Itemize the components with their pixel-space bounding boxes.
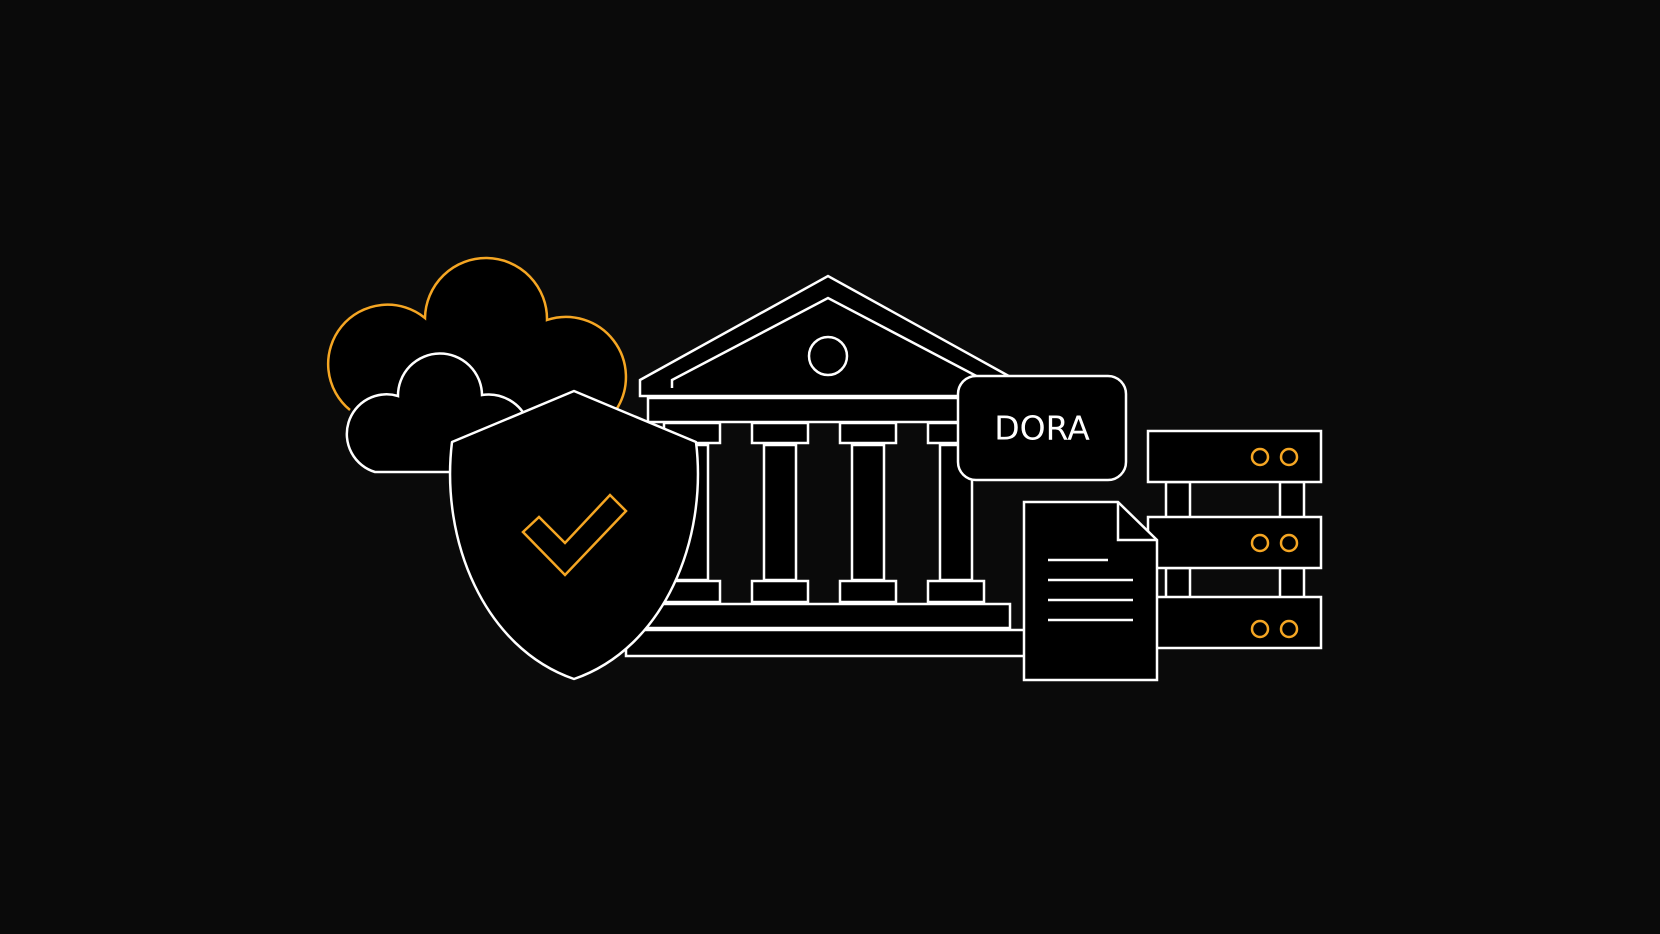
document-icon: [1022, 500, 1159, 682]
bank-step: [638, 602, 1012, 630]
status-light: [1250, 447, 1270, 467]
status-light: [1250, 533, 1270, 553]
checkmark-icon: [521, 493, 628, 577]
status-light: [1279, 619, 1299, 639]
status-light: [1279, 447, 1299, 467]
server-unit: [1146, 515, 1323, 570]
column-shaft: [938, 443, 974, 582]
server-rack-icon: [1146, 429, 1323, 650]
column-base: [750, 579, 810, 604]
status-light: [1250, 619, 1270, 639]
column-capital: [838, 421, 898, 445]
column-base: [926, 579, 986, 604]
column-capital: [750, 421, 810, 445]
rack-connector: [1278, 480, 1306, 520]
rack-connector: [1164, 566, 1192, 600]
column-base: [838, 579, 898, 604]
server-status-lights: [1250, 447, 1299, 639]
rack-connector: [1164, 480, 1192, 520]
document-page: [1022, 500, 1159, 682]
shield-check-icon: [448, 389, 700, 681]
document-fold: [1116, 502, 1157, 542]
bank-building-icon: [624, 274, 1028, 658]
status-light: [1279, 533, 1299, 553]
server-unit: [1146, 429, 1323, 484]
bank-step: [624, 628, 1028, 658]
bank-entablature: [646, 396, 1010, 424]
column-shaft: [762, 443, 798, 582]
bank-emblem: [807, 335, 849, 377]
dora-badge-label: DORA: [994, 409, 1090, 448]
column-shaft: [850, 443, 886, 582]
dora-badge-box: [956, 374, 1128, 482]
rack-connector: [1278, 566, 1306, 600]
orange-cloud-icon: [326, 256, 628, 411]
dora-badge: DORA: [956, 374, 1128, 482]
